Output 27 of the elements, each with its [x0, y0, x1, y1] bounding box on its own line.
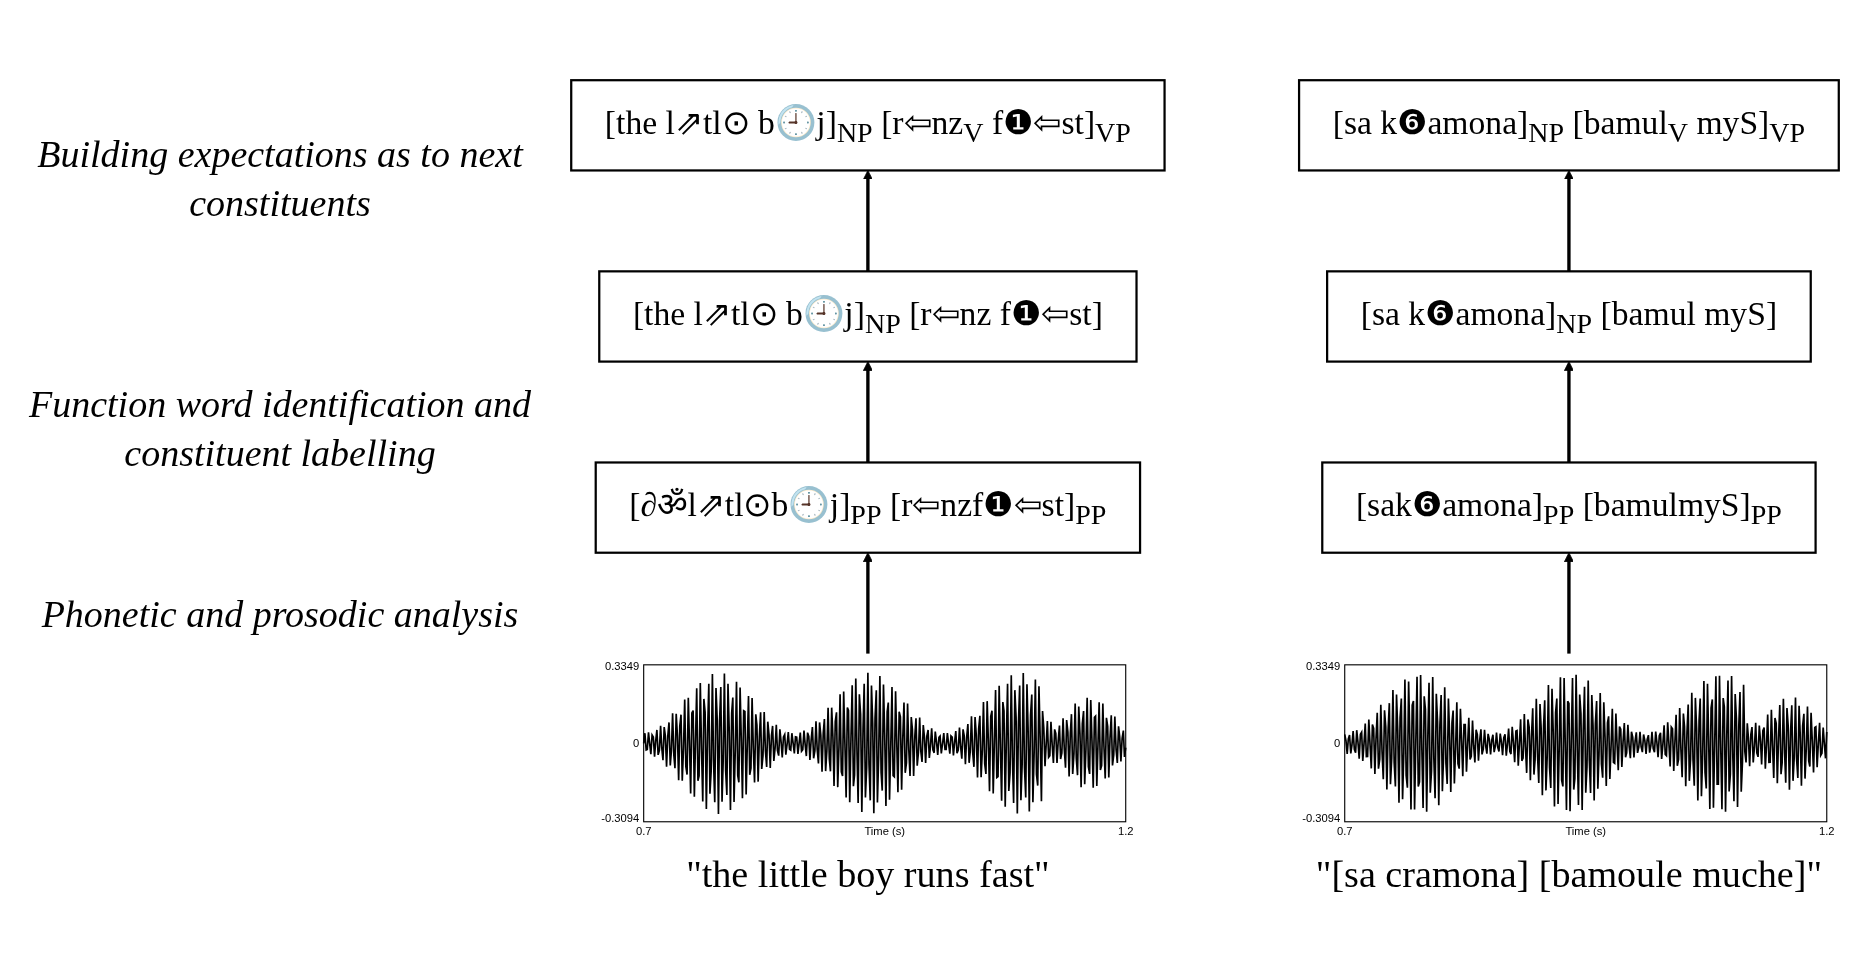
caption-text: "[sa cramona] [bamoule muche]": [1315, 852, 1823, 895]
node-box: [the l⇗tl⊙ b🕘j]$_{NP}$ [r⇦nz$_{V}$ f❶⇦st]$_{VP}$: [570, 78, 1166, 172]
axis-tick-label: 0: [1334, 736, 1341, 749]
node-box: [sak❻amona]$_{PP}$ [bamulmyS]$_{PP}$: [1321, 460, 1817, 554]
node-box: [sa k❻amona]$_{NP}$ [bamul$_{V}$ myS]$_{VP}$: [1297, 78, 1840, 172]
node-box: [∂ॐl⇗tl⊙b🕘j]$_{PP}$ [r⇦nzf❶⇦st]$_{PP}$: [594, 460, 1142, 554]
axis-tick-label: 1.2: [1117, 824, 1134, 837]
axis-tick-label: 0.3349: [1305, 659, 1341, 672]
axis-tick-label: 0: [632, 736, 640, 749]
annotation-text: Building expectations as to next constituents: [36, 132, 525, 227]
annotation-text: Phonetic and prosodic analysis: [40, 592, 520, 637]
arrow: [862, 169, 873, 271]
axis-tick-label: Time (s): [1565, 824, 1607, 837]
caption-text: "the little boy runs fast": [686, 852, 1050, 895]
arrow: [1564, 169, 1574, 271]
axis-tick-label: Time (s): [864, 824, 906, 837]
axis-tick-label: -0.3094: [1302, 811, 1341, 824]
axis-tick-label: 0.7: [635, 824, 652, 837]
waveform-drawing: [642, 663, 1127, 822]
node-box: [the l⇗tl⊙ b🕘j]$_{NP}$ [r⇦nz f❶⇦st]: [598, 269, 1138, 363]
annotation-text: Function word identification and constituent labelling: [27, 382, 533, 477]
axis-tick-label: 1.2: [1819, 824, 1835, 837]
waveform-drawing: [1343, 663, 1828, 822]
axis-tick-label: -0.3094: [601, 811, 640, 824]
axis-tick-label: 0.7: [1336, 824, 1353, 837]
axis-tick-label: 0.3349: [604, 659, 640, 672]
node-box: [sa k❻amona]$_{NP}$ [bamul myS]: [1326, 269, 1812, 363]
